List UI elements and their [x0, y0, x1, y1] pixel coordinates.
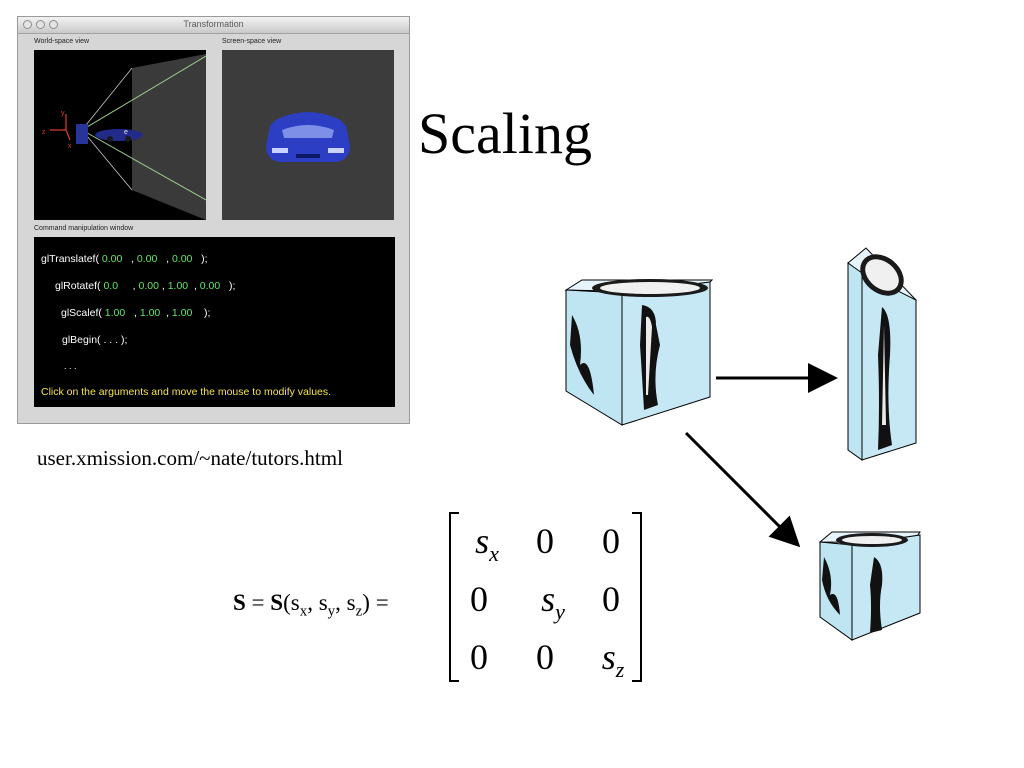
matrix-cell-1-2: 0 [602, 579, 620, 619]
equation-open-paren: ( [283, 590, 291, 615]
equation-equals-1: = [251, 590, 265, 615]
matrix-cell-0-2: 0 [602, 521, 620, 561]
world-scene-svg: y z x e [42, 54, 207, 220]
zoom-window-button[interactable] [49, 20, 58, 29]
equation-close-paren: ) [362, 590, 370, 615]
minimize-window-button[interactable] [36, 20, 45, 29]
world-space-label: World-space view [34, 38, 90, 45]
close-window-button[interactable] [23, 20, 32, 29]
stretched-cube-icon [847, 247, 917, 461]
matrix-cell-2-1: 0 [536, 637, 554, 677]
frustum-near-top [81, 67, 133, 131]
glscalef-name: glScalef( [61, 307, 102, 319]
eye-label: e [124, 129, 128, 136]
rotate-x-arg[interactable]: 0.00 [138, 280, 159, 292]
translate-z-arg[interactable]: 0.00 [171, 253, 193, 265]
equation-arg-sy-sub: y [327, 603, 336, 620]
car-wheel-rear [125, 136, 131, 142]
gltranslatef-line: glTranslatef( 0.00 , 0.00 , 0.00 ); [41, 253, 208, 265]
glbegin-body: . . . [100, 334, 121, 346]
matrix-left-bracket [449, 512, 459, 682]
equation-arg-sy-base: s [318, 590, 328, 615]
matrix-cell-0-0: sx [475, 521, 499, 567]
glbegin-line: glBegin( . . . ); [62, 334, 127, 346]
scaling-illustration [564, 247, 921, 641]
equation-arg-sx-base: s [290, 590, 300, 615]
glscalef-end: ); [204, 307, 211, 319]
matrix-cell-1-0: 0 [470, 579, 488, 619]
car-windshield [282, 125, 334, 138]
rotate-z-arg[interactable]: 0.00 [199, 280, 221, 292]
textured-cube-icon [564, 279, 714, 426]
world-space-view[interactable]: y z x e [34, 50, 207, 220]
scale-y-arg[interactable]: 1.00 [139, 307, 161, 319]
x-axis-line [65, 129, 71, 141]
car-model [95, 129, 143, 141]
glbegin-end: ); [120, 334, 128, 346]
source-url: user.xmission.com/~nate/tutors.html [37, 446, 343, 470]
transformation-app-window: Transformation World-space view Screen-s… [17, 16, 410, 424]
equation-equals-2: = [375, 590, 389, 615]
command-manipulation-window: glTranslatef( 0.00 , 0.00 , 0.00 ); glRo… [34, 237, 395, 407]
equation-lhs-symbol: S [233, 590, 246, 615]
scale-x-arg[interactable]: 1.00 [104, 307, 126, 319]
gltranslatef-name: glTranslatef( [41, 253, 99, 265]
glrotatef-name: glRotatef( [55, 280, 101, 292]
frustum-near-bottom [81, 129, 133, 191]
screen-space-label: Screen-space view [222, 38, 282, 45]
window-titlebar: Transformation [18, 17, 409, 34]
translate-x-arg[interactable]: 0.00 [101, 253, 123, 265]
rotate-angle-arg[interactable]: 0.0 [103, 280, 119, 292]
screen-scene-svg [266, 112, 350, 162]
frustum-edge-top [81, 55, 207, 131]
frustum-edge-bottom [81, 129, 207, 201]
gltranslatef-end: ); [201, 253, 208, 265]
glscalef-line: glScalef( 1.00 , 1.00 , 1.00 ); [61, 307, 211, 319]
command-ellipsis: . . . [64, 361, 77, 371]
scaling-equation: S = S(sx, sy, sz) = [233, 590, 389, 621]
glbegin-name: glBegin( [62, 334, 101, 346]
matrix-cell-2-2: sz [601, 637, 625, 683]
glrotatef-end: ); [229, 280, 236, 292]
view-plane [132, 54, 206, 220]
camera-box [76, 124, 88, 144]
z-axis-label: z [42, 129, 46, 136]
usage-hint: Click on the arguments and move the mous… [41, 386, 332, 398]
matrix-cell-0-1: 0 [536, 521, 554, 561]
matrix-right-bracket [632, 512, 642, 682]
car-wheel-front [107, 136, 113, 142]
arrow-diagonal-icon [684, 431, 801, 548]
car-headlight-left [272, 148, 288, 153]
equation-function-symbol: S [270, 590, 284, 615]
small-cube-icon [818, 531, 921, 641]
window-title: Transformation [183, 19, 244, 29]
matrix-cell-1-1: sy [541, 579, 565, 625]
screen-space-view[interactable] [222, 50, 394, 220]
rotate-y-arg[interactable]: 1.00 [167, 280, 189, 292]
y-axis-label: y [61, 110, 65, 117]
matrix-cell-2-0: 0 [470, 637, 488, 677]
command-window-label: Command manipulation window [34, 225, 134, 232]
car-headlight-right [328, 148, 344, 153]
scale-z-arg[interactable]: 1.00 [171, 307, 193, 319]
scaling-matrix: sx 0 0 0 sy 0 0 0 sz [449, 512, 642, 684]
equation-arg-sx-sub: x [299, 603, 308, 620]
slide-title: Scaling [418, 101, 592, 166]
equation-arg-sz-sub: z [355, 603, 363, 620]
equation-sep-2: , [335, 590, 347, 615]
equation-sep-1: , [307, 590, 319, 615]
glrotatef-line: glRotatef( 0.0 , 0.00 , 1.00 , 0.00 ); [55, 280, 236, 292]
equation-arg-sz-base: s [346, 590, 356, 615]
translate-y-arg[interactable]: 0.00 [136, 253, 158, 265]
x-axis-label: x [68, 143, 72, 150]
car-grille [296, 154, 320, 158]
